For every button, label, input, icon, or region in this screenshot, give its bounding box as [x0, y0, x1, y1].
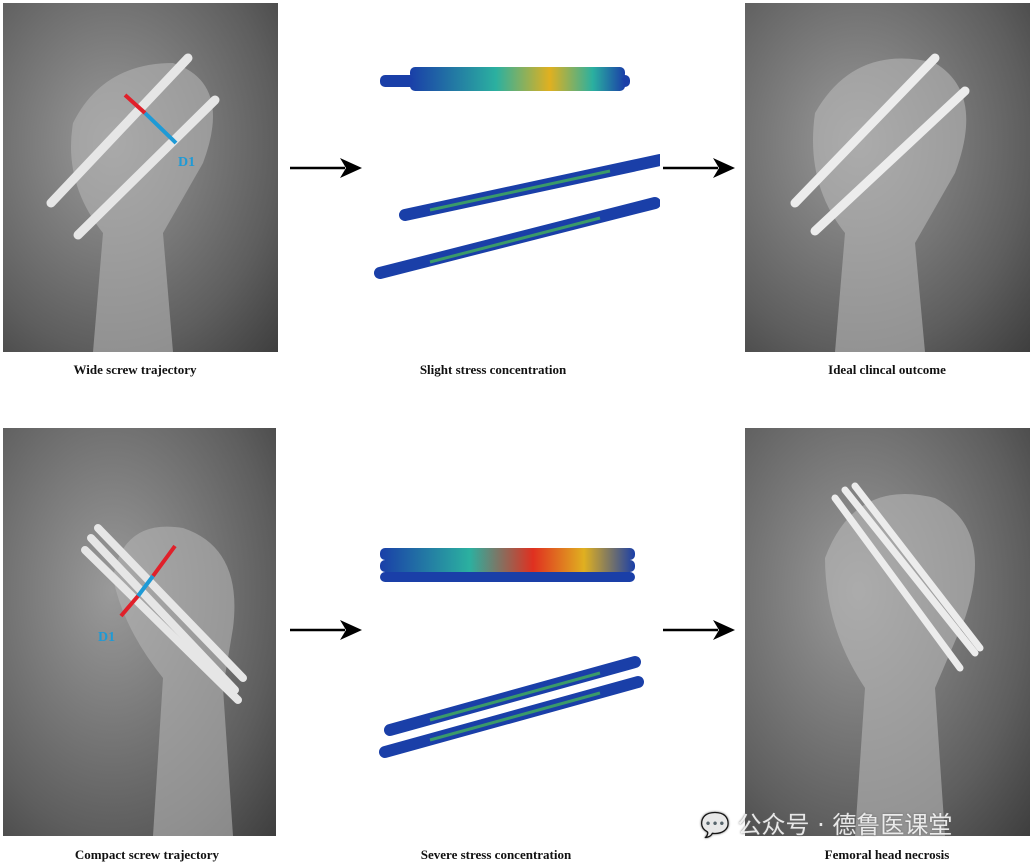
watermark: 💬 公众号 · 德鲁医课堂 — [700, 805, 952, 840]
d1-label: D1 — [98, 630, 115, 645]
xray-compact-trajectory: D1 — [3, 428, 276, 836]
watermark-text: 公众号 · 德鲁医课堂 — [737, 811, 953, 839]
wechat-icon: 💬 — [700, 811, 730, 839]
caption-wide-screw-trajectory: Wide screw trajectory — [73, 362, 197, 377]
caption-compact-screw-trajectory: Compact screw trajectory — [74, 847, 220, 862]
fea-screws-slight — [370, 55, 660, 290]
xray-wide-trajectory: D1 — [3, 3, 278, 352]
xray-head-necrosis — [745, 428, 1030, 836]
fea-screws-severe — [370, 540, 660, 775]
arrow-right-icon — [290, 158, 362, 178]
caption-femoral-head-necrosis: Femoral head necrosis — [824, 847, 950, 862]
caption-slight-stress: Slight stress concentration — [419, 362, 567, 377]
arrow-right-icon — [663, 158, 735, 178]
caption-severe-stress: Severe stress concentration — [420, 847, 572, 862]
caption-ideal-outcome: Ideal clincal outcome — [828, 362, 946, 377]
d1-label: D1 — [178, 155, 195, 170]
arrow-right-icon — [663, 620, 735, 640]
arrow-right-icon — [290, 620, 362, 640]
xray-ideal-outcome — [745, 3, 1030, 352]
